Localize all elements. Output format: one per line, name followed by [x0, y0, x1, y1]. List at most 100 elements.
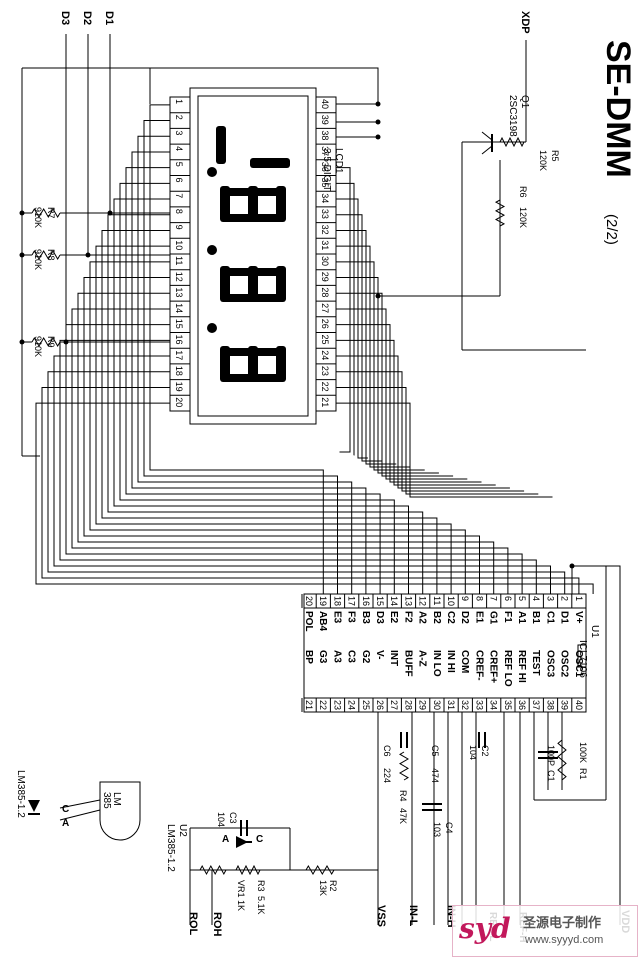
u1-pin-name: A1: [516, 611, 527, 624]
signal-in-l-label: IN-L: [407, 905, 419, 927]
u1-pin-name: E3: [331, 611, 342, 624]
lcd-segment: [252, 214, 282, 222]
lcd-pin-number: 6: [174, 178, 184, 183]
resistor-r9: [31, 337, 61, 347]
lcd-body: [189, 87, 317, 425]
components: [28, 87, 587, 890]
u1-pin-name: BP: [303, 650, 314, 664]
signal-d3-label: D3: [59, 11, 71, 25]
u1-pin-name: IN HI: [445, 650, 456, 673]
lcd-pin-number: 27: [320, 303, 330, 313]
u1-pin-number: 39: [560, 700, 570, 710]
lcd-pin-number: 16: [174, 335, 184, 345]
lcd-pin-number: 19: [174, 382, 184, 392]
wire-lcd-u1: [113, 198, 409, 594]
wire-lcd-u1: [336, 339, 496, 486]
u1-pin-name: B3: [360, 611, 371, 624]
lcd-pin-number: 28: [320, 287, 330, 297]
resistor-ref-label: R7: [46, 207, 56, 219]
lcd-segment: [224, 268, 254, 276]
u1-pin-number: 25: [361, 700, 371, 710]
wire-lcd-u1: [65, 324, 523, 594]
junction-dot: [375, 134, 381, 140]
lcd-pin-number: 32: [320, 225, 330, 235]
resistor-r3: [235, 864, 261, 876]
u1-pin-name: A3: [331, 650, 342, 663]
u1-pin-name: OSC1: [573, 650, 584, 678]
capacitor-value-label: 100P: [546, 745, 556, 766]
u1-pin-number: 24: [347, 700, 357, 710]
lcd-pin-number: 29: [320, 272, 330, 282]
wire-lcd-u1: [336, 386, 539, 495]
lcd-segment: [224, 374, 254, 382]
u2-ref-label: U2: [177, 824, 188, 837]
u1-pin-name: A2: [417, 611, 428, 624]
lm385-package: [99, 781, 141, 841]
vr1-value-label: 1K: [236, 900, 246, 911]
wire-lcd-u1: [336, 214, 383, 462]
wire-lcd-u1: [336, 261, 425, 471]
u1-pin-name: G2: [360, 650, 371, 664]
u1-pin-number: 16: [361, 596, 371, 606]
u1-pin-number: 15: [375, 596, 385, 606]
resistor-ref-label: R9: [46, 336, 56, 348]
lcd-pin-number: 26: [320, 319, 330, 329]
lcd-dp-1: [207, 245, 217, 255]
lcd-pin-number: 12: [174, 272, 184, 282]
capacitor-value-label: 224: [382, 768, 392, 783]
u1-pin-number: 26: [375, 700, 385, 710]
u1-pin-name: G3: [317, 650, 328, 664]
u2-cathode-label: C: [256, 834, 263, 845]
wire-lcd-u1: [47, 371, 566, 594]
u1-pin-number: 7: [489, 596, 499, 601]
u1-pin-number: 28: [403, 700, 413, 710]
u1-pin-number: 35: [503, 700, 513, 710]
wire-lcd-u1: [83, 277, 480, 594]
lcd-pin-number: 36: [320, 162, 330, 172]
lcd-segment: [224, 348, 254, 356]
signal-d2-label: D2: [81, 11, 93, 25]
wire-lcd-u1: [41, 386, 580, 594]
u1-pin-name: CREF+: [488, 650, 499, 683]
watermark-logo: syd: [459, 912, 511, 945]
u1-pin-number: 36: [517, 700, 527, 710]
signal-xdp-label: XDP: [519, 11, 531, 34]
wire-lcd-u1: [101, 229, 438, 594]
signal-d1-label: D1: [103, 11, 115, 25]
lcd-pin-number: 14: [174, 303, 184, 313]
u1-pin-number: 14: [389, 596, 399, 606]
junction-dot: [107, 210, 113, 216]
u1-pin-number: 33: [474, 700, 484, 710]
capacitor-value-label: 104: [216, 812, 226, 827]
resistor-r2: [305, 865, 335, 875]
lcd-window: [197, 95, 309, 417]
signal-rol-label: ROL: [187, 912, 199, 936]
wire-lcd-u1: [59, 339, 537, 594]
wire: [59, 799, 101, 809]
lcd-pin-number: 20: [174, 397, 184, 407]
lcd-pin-number: 18: [174, 366, 184, 376]
u1-pin-name: CREF-: [473, 650, 484, 681]
lcd-pin-number: 5: [174, 162, 184, 167]
u1-pin-number: 13: [403, 596, 413, 606]
u1-pin-number: 34: [489, 700, 499, 710]
u1-pin-name: AB4: [317, 611, 328, 631]
u1-pin-number: 32: [460, 700, 470, 710]
wire-lcd-u1: [336, 355, 510, 489]
wire-lcd-u1: [149, 104, 324, 594]
u1-pin-number: 40: [574, 700, 584, 710]
u2-diode: [236, 836, 248, 848]
lcd-pin-number: 4: [174, 146, 184, 151]
junction-dot: [375, 101, 381, 107]
u1-pin-name: G1: [488, 611, 499, 625]
vr1-ref-label: VR1: [236, 880, 246, 898]
resistor-value-label: 47K: [398, 808, 408, 824]
capacitor-ref-label: C3: [228, 812, 238, 824]
u1-pin-number: 1: [574, 596, 584, 601]
u1-pin-number: 3: [545, 596, 555, 601]
resistor-r5: [499, 136, 525, 148]
u1-pin-name: COM: [459, 650, 470, 673]
wire-lcd-u1: [107, 214, 424, 594]
